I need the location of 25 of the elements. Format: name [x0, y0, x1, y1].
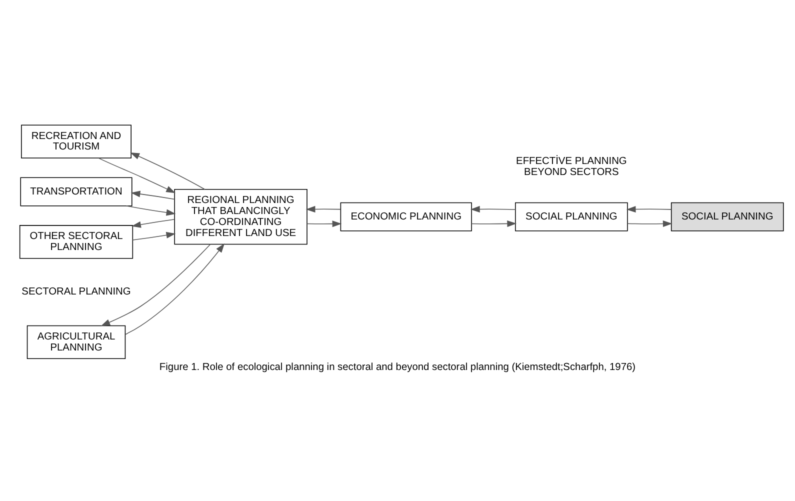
arrow: [306, 220, 342, 228]
node-box: SOCIAL PLANNING: [670, 202, 784, 232]
arrow: [132, 232, 176, 240]
label: EFFECTİVE PLANNING BEYOND SECTORS: [516, 156, 627, 178]
caption: Figure 1. Role of ecological planning in sectoral and beyond sectoral planning (Kiemstedt;Scharfph, 1976): [159, 362, 636, 373]
arrow: [126, 205, 176, 216]
node-box: AGRICULTURAL PLANNING: [26, 325, 126, 360]
arrow: [626, 206, 672, 213]
arrow: [470, 206, 516, 212]
arrow: [471, 220, 517, 227]
arrow: [130, 190, 175, 200]
arrow: [627, 220, 672, 228]
node-box: SOCIAL PLANNING: [515, 202, 628, 232]
arrow: [130, 152, 206, 190]
node-box: TRANSPORTATION: [20, 177, 132, 206]
arrow: [132, 218, 175, 228]
node-box: REGIONAL PLANNING THAT BALANCINGLY CO-ORDINATING DIFFERENT LAND USE: [174, 189, 308, 245]
arrow: [125, 243, 225, 335]
arrow: [98, 158, 176, 194]
arrow: [100, 244, 211, 326]
arrow: [306, 206, 341, 212]
node-box: ECONOMIC PLANNING: [340, 202, 472, 232]
node-box: OTHER SECTORAL PLANNING: [19, 225, 134, 259]
label: SECTORAL PLANNING: [22, 286, 131, 298]
node-box: RECREATION AND TOURISM: [21, 124, 132, 158]
